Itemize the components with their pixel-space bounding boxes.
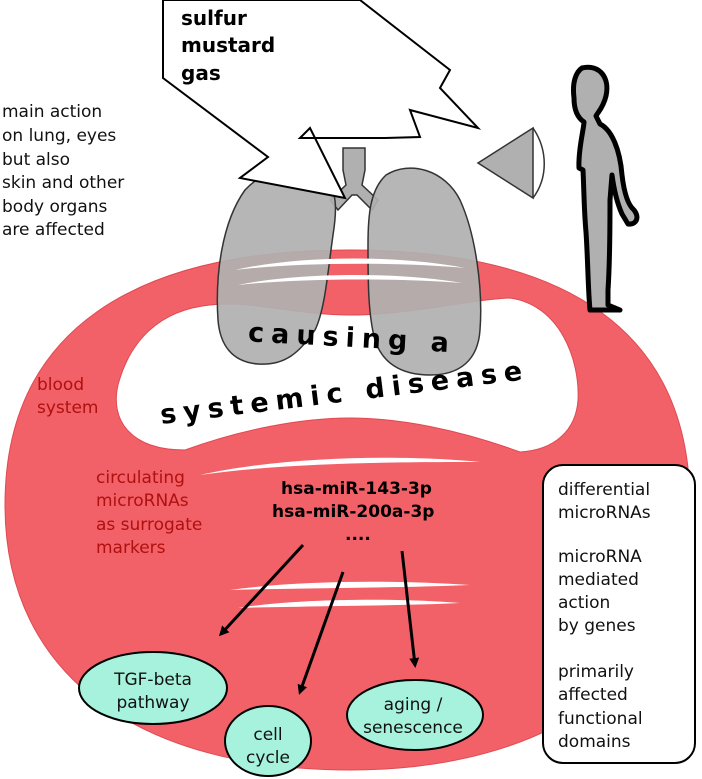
markers-note-line: markers — [96, 538, 166, 558]
side-panel-line: primarily — [558, 662, 634, 682]
action-note-line: but also — [2, 150, 70, 170]
action-note-line: on lung, eyes — [2, 126, 116, 146]
microrna-item: .... — [345, 525, 371, 545]
microrna-item: hsa-miR-143-3p — [281, 479, 432, 499]
action-note-line: body organs — [2, 197, 108, 217]
tgf-beta-ellipse — [78, 651, 228, 725]
tgf-beta-label: TGF-beta — [113, 670, 192, 690]
action-note-line: skin and other — [2, 173, 124, 193]
slit-arcs — [200, 258, 480, 608]
action-note-line: are affected — [2, 220, 105, 240]
side-panel-line: functional — [558, 709, 643, 729]
microrna-list: hsa-miR-143-3p hsa-miR-200a-3p .... — [272, 479, 434, 545]
agent-label: sulfur mustard gas — [181, 6, 275, 85]
side-panel-line: by genes — [558, 616, 636, 636]
side-panel-line: action — [558, 593, 610, 613]
markers-note: circulating microRNAs as surrogate marke… — [96, 468, 202, 558]
trachea — [328, 147, 379, 212]
cell-cycle-ellipse — [224, 705, 312, 777]
pathway-ellipses — [78, 651, 484, 777]
markers-note-line: as surrogate — [96, 515, 202, 535]
side-panel-line: affected — [558, 685, 628, 705]
pathway-labels: TGF-beta pathway cell cycle aging / sene… — [113, 670, 463, 768]
aging-ellipse — [346, 679, 484, 751]
right-lung — [367, 167, 482, 376]
aging-label: aging / — [384, 695, 443, 715]
microrna-item: hsa-miR-200a-3p — [272, 502, 434, 522]
blood-system-line: blood — [37, 375, 84, 395]
cell-cycle-label: cycle — [246, 748, 290, 768]
blood-system-line: system — [37, 398, 98, 418]
aging-label: senescence — [363, 718, 463, 738]
side-panel — [542, 464, 696, 764]
cell-cycle-label: cell — [253, 725, 282, 745]
side-panel-line: microRNAs — [558, 503, 651, 523]
eye-icon — [476, 126, 545, 200]
side-panel-line: differential — [558, 480, 650, 500]
action-note-line: main action — [2, 102, 102, 122]
agent-line: gas — [181, 61, 221, 85]
human-figure-icon — [571, 64, 640, 313]
side-panel-line: domains — [558, 732, 631, 752]
tgf-beta-label: pathway — [116, 693, 189, 713]
markers-note-line: microRNAs — [96, 491, 189, 511]
agent-line: sulfur — [181, 6, 247, 30]
agent-line: mustard — [181, 33, 275, 57]
gas-arrow — [162, 0, 482, 200]
pathway-arrows — [218, 543, 420, 695]
action-note: main action on lung, eyes but also skin … — [2, 102, 124, 240]
side-panel-line: mediated — [558, 570, 639, 590]
side-panel-line: microRNA — [558, 547, 642, 567]
markers-note-line: circulating — [96, 468, 185, 488]
side-panel-text: differential microRNAs microRNA mediated… — [558, 480, 651, 752]
blood-system-label: blood system — [37, 375, 98, 418]
